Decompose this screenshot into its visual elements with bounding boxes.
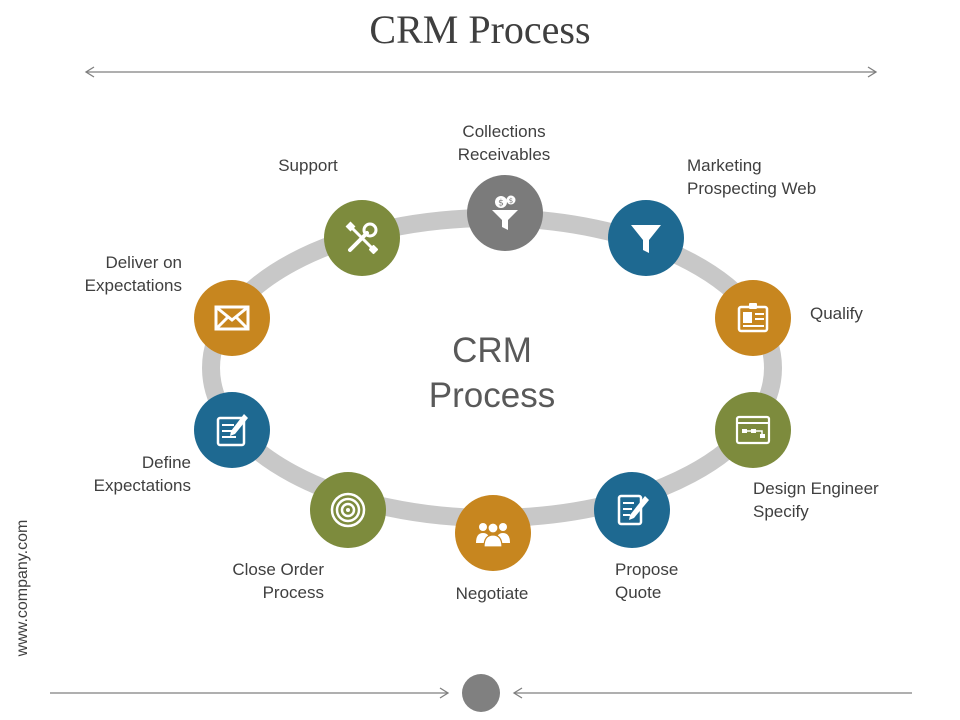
website-vertical: www.company.com: [8, 508, 38, 668]
stage-design-node: [715, 392, 791, 468]
stage-label-qualify: Qualify: [810, 302, 930, 325]
svg-text:$: $: [498, 199, 504, 209]
stage-marketing-node: [608, 200, 684, 276]
stage-label-line: Marketing: [687, 156, 762, 175]
center-title: CRM Process: [392, 328, 592, 418]
stage-collections-node: $ $: [467, 175, 543, 251]
stage-label-propose: Propose Quote: [615, 558, 735, 604]
stage-label-line: Negotiate: [455, 584, 529, 603]
stage-label-define: Define Expectations: [30, 451, 191, 497]
stage-define-node: [194, 392, 270, 468]
stage-label-design: Design Engineer Specify: [753, 477, 943, 523]
stage-label-line: Expectations: [84, 276, 182, 295]
stage-label-line: Design Engineer: [753, 479, 879, 498]
next-arrow: [512, 687, 912, 699]
stage-label-line: Quote: [615, 583, 662, 602]
stage-deliver-node: [194, 280, 270, 356]
stage-label-line: Support: [278, 156, 338, 175]
header-double-arrow: [84, 66, 878, 78]
filter-funnel-icon: [631, 225, 661, 253]
money-funnel-icon: $ $: [492, 195, 518, 230]
slide-nav-dot[interactable]: [462, 674, 500, 712]
stage-label-support: Support: [248, 154, 368, 177]
tools-icon: [345, 221, 379, 255]
center-title-line1: CRM: [452, 331, 532, 370]
stage-negotiate-node: [455, 495, 531, 571]
stage-label-marketing: Marketing Prospecting Web: [687, 154, 907, 200]
previous-arrow: [50, 687, 450, 699]
website-text: www.company.com: [14, 519, 31, 657]
id-card-icon: [737, 303, 769, 333]
envelope-icon: [214, 305, 250, 331]
stage-qualify-node: [715, 280, 791, 356]
stage-label-line: Process: [262, 583, 324, 602]
stage-support-node: [324, 200, 400, 276]
stage-label-close-order: Close Order Process: [144, 558, 324, 604]
stage-label-line: Collections: [462, 122, 546, 141]
stage-label-collections: Collections Receivables: [404, 120, 604, 166]
stage-label-line: Expectations: [93, 476, 191, 495]
target-icon: [330, 492, 366, 528]
notepad-pencil-icon: [216, 414, 248, 447]
stage-label-line: Close Order: [232, 560, 324, 579]
stage-label-negotiate: Negotiate: [412, 582, 572, 605]
svg-text:$: $: [509, 197, 513, 205]
stage-label-line: Deliver on: [105, 253, 182, 272]
stage-close-order-node: [310, 472, 386, 548]
center-title-line2: Process: [428, 376, 556, 415]
page-title: CRM Process: [369, 7, 591, 52]
stage-label-deliver: Deliver on Expectations: [20, 251, 182, 297]
stage-label-line: Qualify: [810, 304, 863, 323]
document-pen-icon: [617, 494, 649, 526]
stage-propose-node: [594, 472, 670, 548]
flowchart-window-icon: [735, 415, 771, 445]
stage-label-line: Prospecting Web: [687, 179, 817, 198]
stage-label-line: Receivables: [457, 145, 551, 164]
stage-label-line: Propose: [615, 560, 679, 579]
stage-label-line: Specify: [753, 502, 809, 521]
stage-label-line: Define: [141, 453, 191, 472]
people-group-icon: [476, 522, 510, 548]
